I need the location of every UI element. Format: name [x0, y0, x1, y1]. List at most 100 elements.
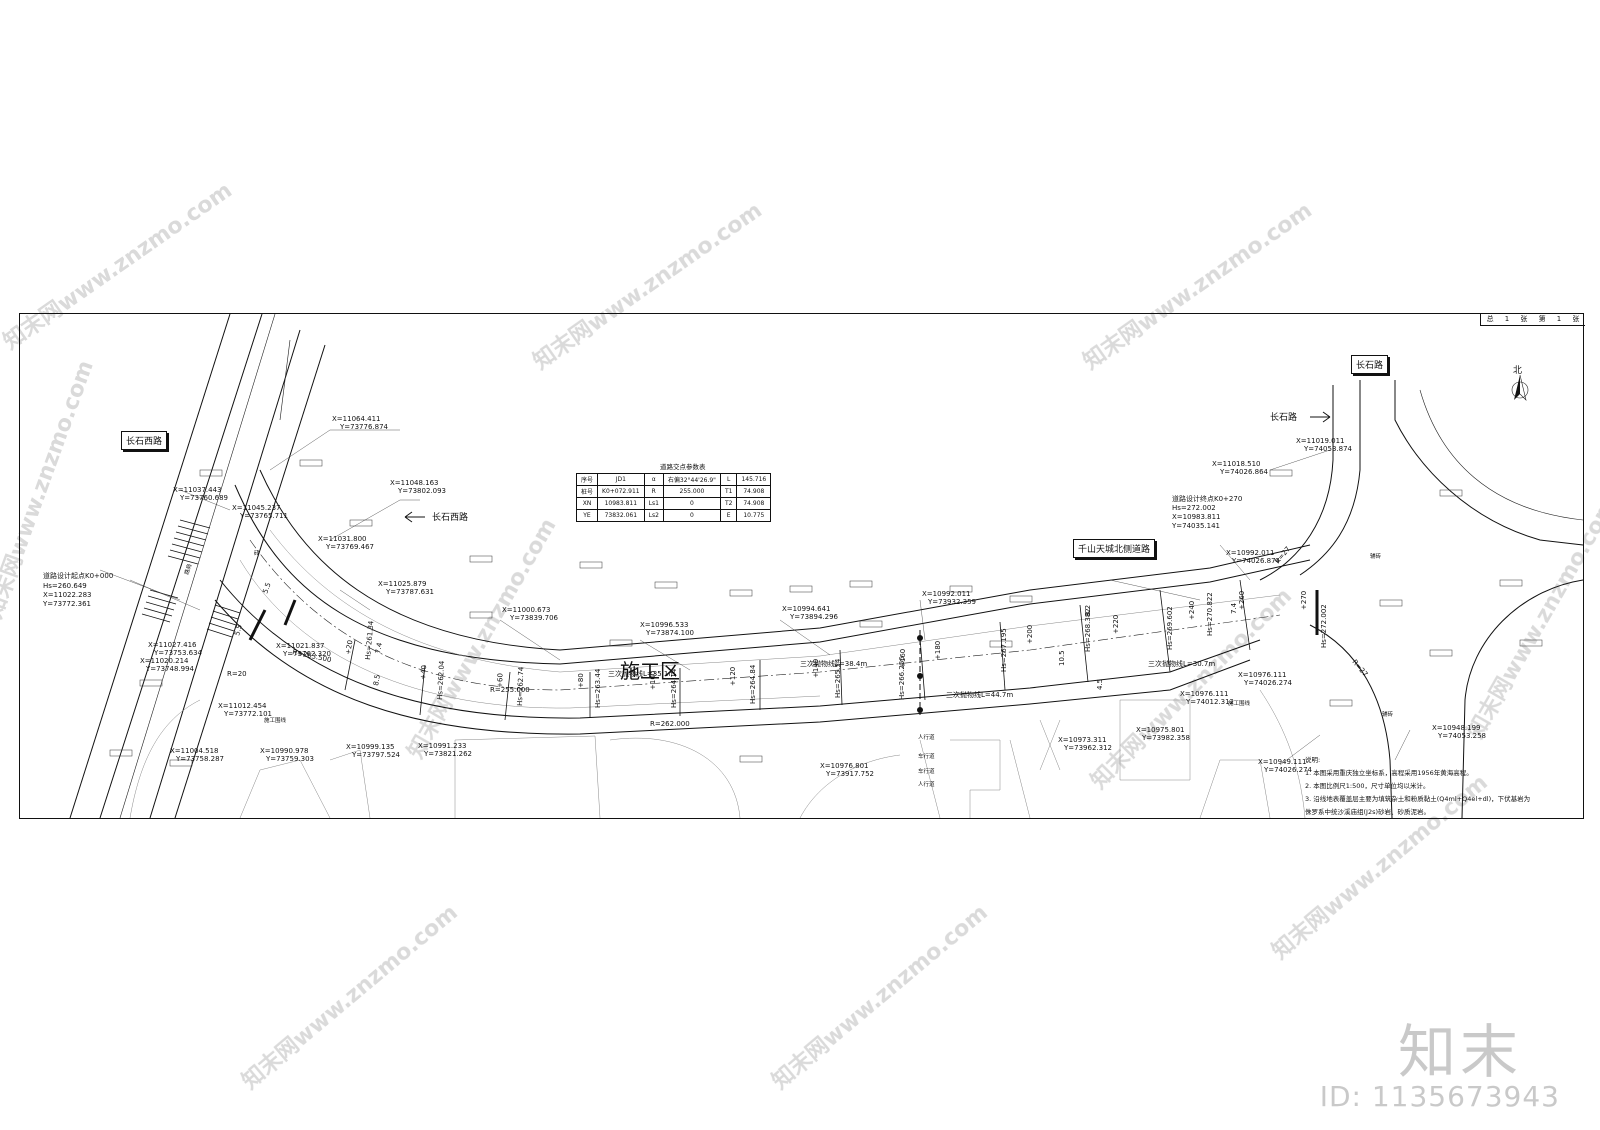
- start-y: Y=73772.361: [42, 600, 91, 608]
- coord-y: Y=73874.100: [645, 629, 694, 637]
- station-labels: +20 +40 +60 +80 +100 +120 +140 +160 +180…: [344, 591, 1308, 690]
- east-arrow-label: 长石路: [1270, 411, 1297, 423]
- lane-label: 人行道: [918, 780, 935, 788]
- end-label: 道路设计终点K0+270: [1172, 494, 1242, 503]
- coord-x: X=11020.214: [140, 657, 189, 665]
- coord-x: X=11045.237: [232, 504, 281, 512]
- coord-x: X=11048.163: [390, 479, 439, 487]
- table-cell: K0+072.911: [597, 485, 645, 498]
- coord-y: Y=74053.874: [1303, 445, 1353, 453]
- station-label: +20: [344, 639, 354, 655]
- start-point: 道路设计起点K0+000 Hs=260.649 X=11022.283 Y=73…: [42, 571, 113, 608]
- table-cell: YE: [575, 509, 599, 522]
- table-cell: 74.908: [736, 497, 772, 510]
- elevation-label: Hs=267.195: [1000, 628, 1008, 672]
- coord-x: X=11019.011: [1296, 437, 1345, 445]
- watermark-text: 知末网www.znzmo.com: [237, 899, 463, 1094]
- north-label: 北: [1513, 365, 1522, 376]
- table-cell: L: [719, 473, 738, 486]
- elevation-labels: Hs=261.34 Hs=262.04 Hs=262.74 Hs=263.44 …: [364, 592, 1328, 708]
- image-id: ID: 1135673943: [1319, 1080, 1560, 1113]
- station-label: +270: [1300, 591, 1308, 610]
- elevation-label: Hs=264.84: [749, 664, 757, 704]
- leader-lines: [99, 429, 1411, 766]
- arrow-west-road: [404, 511, 425, 523]
- station-label: +120: [729, 667, 737, 686]
- elevation-label: Hs=262.74: [516, 666, 525, 706]
- lane-label: 车行道: [918, 752, 935, 760]
- note-item: 2. 本图比例尺1:500，尺寸单位均以米计。: [1305, 782, 1430, 790]
- start-hs: Hs=260.649: [43, 582, 87, 590]
- lane-label: 人行道: [918, 733, 935, 741]
- coord-x: X=11064.411: [332, 415, 381, 423]
- elevation-label: Hs=265.54: [834, 658, 842, 698]
- coord-y: Y=74026.874: [1231, 557, 1281, 565]
- coord-y: Y=74026.274: [1263, 766, 1313, 774]
- station-label: +180: [934, 641, 942, 660]
- table-cell: XN: [575, 497, 599, 510]
- station-label: +40: [419, 665, 428, 680]
- east-road-name: 长石路: [1351, 355, 1389, 374]
- table-cell: 右偏32°44'26.9": [662, 473, 721, 486]
- coord-y: Y=73758.287: [175, 755, 224, 763]
- table-cell: R: [643, 485, 664, 498]
- curve-label: 三次抛物线L=44.7m: [946, 690, 1013, 699]
- table-title: 道路交点参数表: [660, 463, 706, 471]
- elevation-label: Hs=272.002: [1320, 604, 1328, 648]
- main-road: [214, 469, 1311, 735]
- width-labels: 7.4 8.5 5.5 5.5 10.5 8.2 7.4 4.5: [233, 581, 1238, 690]
- elevation-label: Hs=269.602: [1166, 606, 1174, 650]
- table-cell: Ls1: [643, 497, 664, 510]
- coord-x: X=10976.111: [1180, 690, 1229, 698]
- elevation-label: Hs=266.256: [898, 656, 906, 700]
- radius-label: R=255.000: [490, 686, 530, 694]
- lane-labels: 人行道 车行道 车行道 人行道: [918, 733, 935, 788]
- coord-y: Y=74026.274: [1243, 679, 1293, 687]
- construction-zone-label: 施工区: [620, 659, 680, 683]
- table-cell: Ls2: [643, 509, 664, 522]
- coord-x: X=10973.311: [1058, 736, 1107, 744]
- elevation-label: Hs=264.14: [670, 668, 678, 708]
- table-cell: 10983.811: [597, 497, 645, 510]
- elevation-label: Hs=263.44: [594, 668, 602, 708]
- curve-label: 三次抛物线L=38.4m: [800, 659, 867, 668]
- coord-y: Y=73753.634: [153, 649, 203, 657]
- coord-y: Y=74026.864: [1219, 468, 1269, 476]
- station-label: +100: [649, 671, 657, 690]
- coord-y: Y=73772.101: [223, 710, 272, 718]
- table-cell: 255.000: [662, 485, 721, 498]
- misc-label: 施工围线: [1228, 699, 1251, 707]
- width-label: 8.2: [1084, 605, 1092, 616]
- coord-y: Y=73759.303: [265, 755, 314, 763]
- coord-x: X=10990.978: [260, 747, 309, 755]
- main-road-name: 千山天城北侧道路: [1073, 539, 1156, 558]
- coord-x: X=10976.801: [820, 762, 869, 770]
- table-cell: 10.775: [736, 509, 772, 522]
- coord-x: X=11000.673: [502, 606, 551, 614]
- station-label: +140: [812, 659, 820, 678]
- coord-y: Y=73982.358: [1141, 734, 1190, 742]
- coord-y: Y=74053.258: [1437, 732, 1486, 740]
- coord-x: X=11027.416: [148, 641, 197, 649]
- width-label: 7.4: [1230, 602, 1238, 614]
- table-cell: 桩号: [575, 485, 599, 498]
- table-cell: α: [643, 473, 664, 486]
- coord-y: Y=73962.312: [1063, 744, 1112, 752]
- sheet-total-label: 总: [1486, 315, 1494, 323]
- stop-lines: [248, 590, 1319, 641]
- coord-x: X=11004.518: [170, 747, 219, 755]
- table-cell: 0: [662, 509, 721, 522]
- coord-x: X=10992.011: [1226, 549, 1275, 557]
- width-label: 8.5: [372, 674, 382, 686]
- width-label: 7.4: [374, 641, 384, 654]
- elevation-label: Hs=262.04: [436, 660, 446, 700]
- coord-y: Y=73765.711: [239, 512, 288, 520]
- coord-y: Y=73776.874: [339, 423, 389, 431]
- sheet-unit: 张: [1520, 315, 1528, 323]
- sheet-info: 总 1 张 第 1 张: [1480, 313, 1585, 326]
- coord-y: Y=73769.467: [325, 543, 374, 551]
